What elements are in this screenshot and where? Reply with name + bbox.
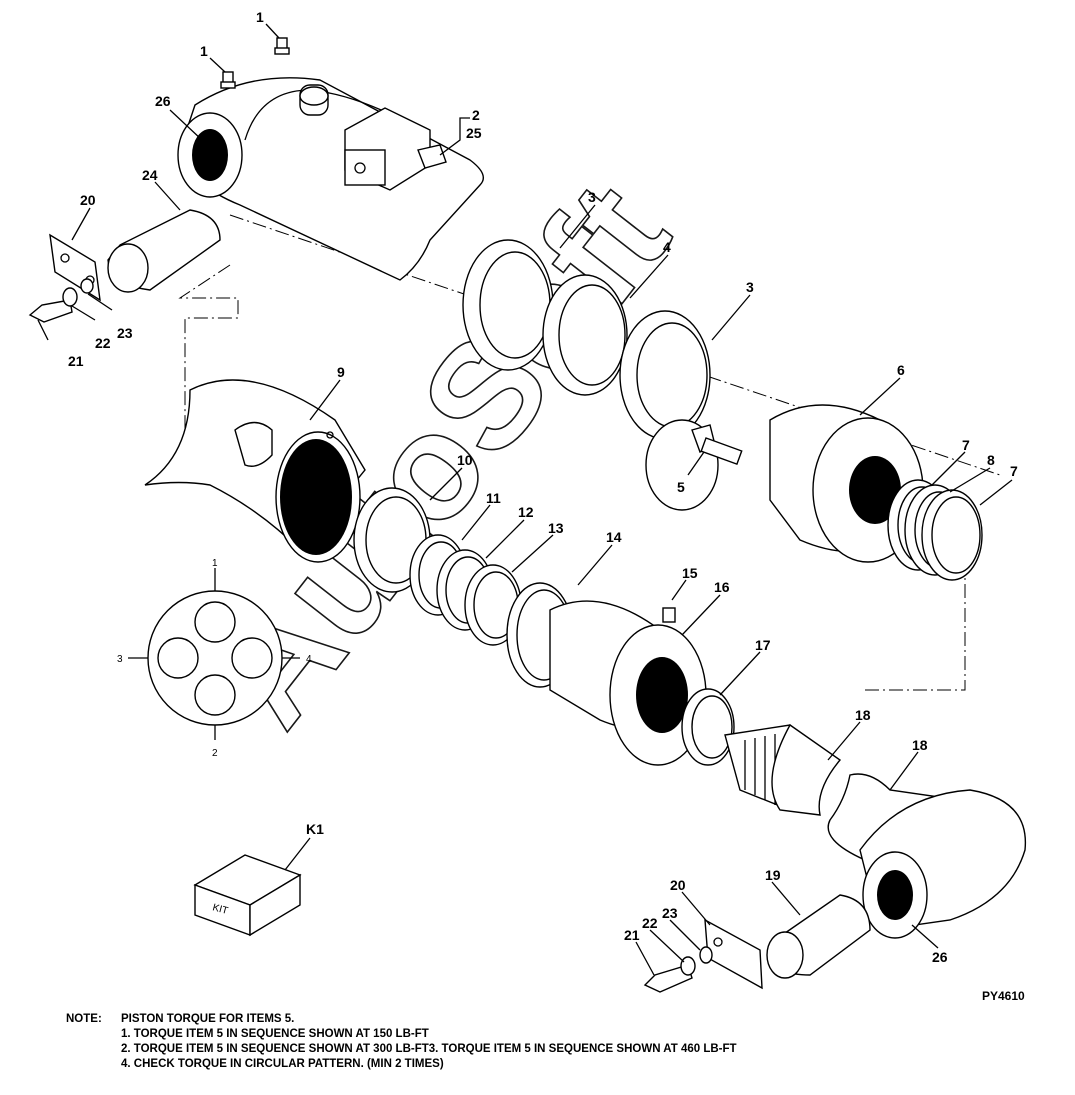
callout-labels: 1 1 2 25 26 24 20 21 22 23 3 4 3 5 6 7 8… (68, 9, 1025, 1000)
callout-k1: K1 (306, 821, 324, 837)
wiper-17 (681, 688, 735, 766)
callout-7a: 7 (962, 437, 970, 453)
callout-15: 15 (682, 565, 698, 581)
callout-2: 2 (472, 107, 480, 123)
barrel-tube-9 (144, 379, 366, 563)
rod-18-far (827, 773, 1027, 939)
svg-text:4: 4 (306, 654, 312, 665)
callout-20b: 20 (670, 877, 686, 893)
exploded-parts-diagram: AutoSoft (28, 9, 1027, 1000)
leader-lines (37, 23, 1013, 976)
callout-5: 5 (677, 479, 685, 495)
grease-fitting-1b (274, 37, 290, 55)
torque-notes: NOTE: PISTON TORQUE FOR ITEMS 5. 1. TORQ… (66, 1012, 1046, 1072)
figure-id: PY4610 (982, 989, 1025, 1000)
pin-19 (766, 894, 871, 979)
bushing-26-top (192, 129, 228, 181)
callout-21b: 21 (624, 927, 640, 943)
note-line-1: 1. TORQUE ITEM 5 IN SEQUENCE SHOWN AT 15… (121, 1028, 429, 1040)
callout-3a: 3 (588, 189, 596, 205)
set-screw-15 (662, 607, 676, 623)
kit-box: KIT (193, 854, 302, 937)
callout-24: 24 (142, 167, 158, 183)
bolt-5 (645, 419, 743, 511)
svg-text:KIT: KIT (211, 902, 229, 917)
callout-20a: 20 (80, 192, 96, 208)
callout-12: 12 (518, 504, 534, 520)
note-line-3: 4. CHECK TORQUE IN CIRCULAR PATTERN. (MI… (121, 1058, 444, 1070)
note-label: NOTE: (66, 1013, 102, 1025)
callout-8: 8 (987, 452, 995, 468)
rod-18-near (724, 723, 842, 816)
seal-ring-4 (542, 274, 628, 396)
ring-7b (921, 489, 983, 581)
seal-ring-3b (619, 310, 711, 440)
callout-16: 16 (714, 579, 730, 595)
callout-21a: 21 (68, 353, 84, 369)
callout-4: 4 (663, 239, 671, 255)
callout-22b: 22 (642, 915, 658, 931)
torque-pattern-detail: 1 2 3 4 (117, 558, 312, 759)
callout-9: 9 (337, 364, 345, 380)
note-line-2: 2. TORQUE ITEM 5 IN SEQUENCE SHOWN AT 30… (121, 1043, 737, 1055)
callout-14: 14 (606, 529, 622, 545)
callout-1a: 1 (200, 43, 208, 59)
callout-1b: 1 (256, 9, 264, 25)
bushing-26-bottom (877, 870, 913, 920)
svg-text:1: 1 (212, 558, 218, 569)
seal-ring-3a (462, 239, 554, 371)
bolt-washers-top (28, 278, 94, 323)
callout-22a: 22 (95, 335, 111, 351)
pin-24-top (107, 209, 221, 293)
bolt-washers-bottom (643, 946, 713, 993)
callout-17: 17 (755, 637, 771, 653)
svg-text:3: 3 (117, 654, 123, 665)
callout-6: 6 (897, 362, 905, 378)
callout-19: 19 (765, 867, 781, 883)
callout-18b: 18 (912, 737, 928, 753)
callout-10: 10 (457, 452, 473, 468)
note-line-0: PISTON TORQUE FOR ITEMS 5. (121, 1013, 295, 1025)
callout-25: 25 (466, 125, 482, 141)
callout-11: 11 (486, 490, 501, 506)
callout-18a: 18 (855, 707, 871, 723)
callout-3b: 3 (746, 279, 754, 295)
callout-13: 13 (548, 520, 564, 536)
plate-20-bottom (704, 918, 763, 990)
barrel-head-end (177, 77, 484, 281)
grease-fitting-1a (220, 71, 236, 89)
callout-7b: 7 (1010, 463, 1018, 479)
callout-26b: 26 (932, 949, 948, 965)
head-gland-16 (549, 600, 707, 766)
svg-text:2: 2 (212, 748, 218, 759)
callout-23b: 23 (662, 905, 678, 921)
callout-26a: 26 (155, 93, 171, 109)
callout-23a: 23 (117, 325, 133, 341)
